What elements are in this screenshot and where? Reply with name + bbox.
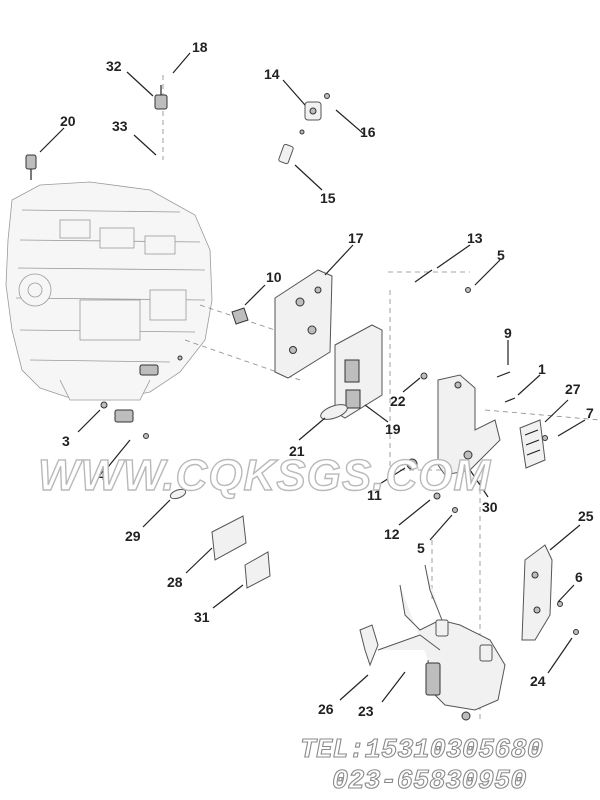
callout-7: 7: [586, 405, 594, 421]
callout-labels: 18 32 14 33 20 16 15 17 13 5 10 9 1 27 2…: [60, 39, 594, 719]
part-1-bolt: [504, 397, 516, 403]
callout-30: 30: [482, 499, 498, 515]
callout-3: 3: [62, 433, 70, 449]
part-29-gasket: [169, 488, 187, 500]
watermark-phone-1: TEL:15310305680: [300, 736, 543, 766]
callout-9: 9: [504, 325, 512, 341]
callout-14: 14: [264, 66, 280, 82]
part-21-gasket: [320, 404, 348, 420]
callout-20: 20: [60, 113, 76, 129]
callout-27: 27: [565, 381, 581, 397]
callout-17: 17: [348, 230, 364, 246]
callout-4: 4: [98, 467, 106, 483]
part-3-4-fittings: [100, 401, 149, 439]
callout-6: 6: [575, 569, 583, 585]
part-32-sensor: [154, 85, 168, 110]
watermark-website: WWW.CQKSGS.COM: [38, 451, 491, 500]
callout-32: 32: [106, 58, 122, 74]
callout-18: 18: [192, 39, 208, 55]
part-5-bolt-lower: [452, 507, 458, 513]
callout-10: 10: [266, 269, 282, 285]
part-11-grommet: [406, 458, 418, 470]
part-27-connector: [519, 419, 546, 469]
part-28-plate: [211, 515, 247, 561]
part-19-ecm: [334, 324, 383, 419]
callout-28: 28: [167, 574, 183, 590]
part-30-bracket: [437, 374, 501, 476]
part-13-bolt: [414, 269, 433, 283]
callout-24: 24: [530, 673, 546, 689]
callout-22: 22: [390, 393, 406, 409]
callout-leaders: [39, 52, 586, 703]
part-23-wiring-harness: [359, 564, 506, 721]
part-31-plate: [244, 551, 271, 589]
callout-15: 15: [320, 190, 336, 206]
callout-21: 21: [289, 443, 305, 459]
callout-33: 33: [112, 118, 128, 134]
callout-25: 25: [578, 508, 594, 524]
part-15-fitting: [278, 143, 294, 165]
part-16-screw: [324, 93, 330, 99]
callout-26: 26: [318, 701, 334, 717]
callout-12: 12: [384, 526, 400, 542]
callout-5-lower: 5: [417, 540, 425, 556]
part-20-sensor: [25, 154, 37, 180]
part-sensor-lower: [139, 355, 183, 376]
watermark-phone-2: 023-65830950: [332, 767, 526, 797]
part-22-washer: [420, 372, 428, 380]
engine-block: [5, 181, 213, 401]
callout-11: 11: [367, 487, 382, 503]
part-5-bolt: [465, 287, 471, 293]
callout-5-upper: 5: [497, 247, 505, 263]
part-25-bracket: [521, 544, 553, 641]
part-16-washer: [299, 129, 305, 135]
callout-31: 31: [194, 609, 210, 625]
callout-23: 23: [358, 703, 374, 719]
callout-13: 13: [467, 230, 483, 246]
callout-19: 19: [385, 421, 401, 437]
part-9-bolt: [496, 371, 511, 378]
callout-29: 29: [125, 528, 141, 544]
part-10-plug: [231, 307, 249, 325]
part-7-bolt: [542, 435, 548, 441]
callout-16: 16: [360, 124, 376, 140]
part-14-connector: [304, 101, 322, 121]
part-17-mounting-plate: [274, 269, 333, 379]
part-12-washer: [433, 492, 441, 500]
callout-1: 1: [538, 361, 546, 377]
part-24-bolt: [573, 629, 579, 635]
part-6-bolt: [557, 601, 563, 607]
